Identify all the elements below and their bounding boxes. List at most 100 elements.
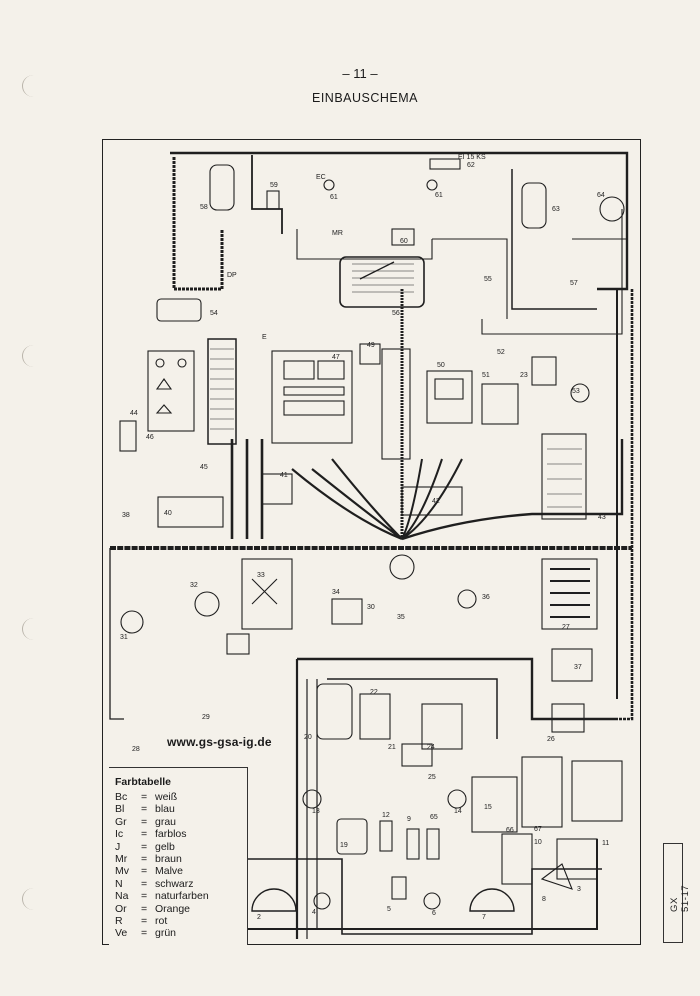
svg-text:31: 31 bbox=[120, 634, 128, 641]
svg-text:32: 32 bbox=[190, 582, 198, 589]
headlamp-left bbox=[251, 888, 297, 912]
legend-row: Mv = Malve bbox=[115, 865, 247, 877]
legend-name: Orange bbox=[155, 902, 191, 915]
svg-text:MR: MR bbox=[332, 230, 343, 237]
svg-text:7: 7 bbox=[482, 914, 486, 921]
legend-eq: = bbox=[141, 865, 148, 878]
svg-text:13: 13 bbox=[312, 808, 320, 815]
svg-text:21: 21 bbox=[388, 744, 396, 751]
legend-name: grau bbox=[155, 815, 177, 828]
fuel-gauge bbox=[599, 196, 625, 222]
legend-name: farblos bbox=[155, 828, 187, 841]
svg-text:29: 29 bbox=[202, 714, 210, 721]
svg-text:43: 43 bbox=[598, 514, 606, 521]
page-number: – 11 – bbox=[342, 66, 378, 81]
svg-text:65: 65 bbox=[430, 814, 438, 821]
svg-text:56: 56 bbox=[392, 310, 400, 317]
legend-eq: = bbox=[141, 852, 148, 865]
svg-text:66: 66 bbox=[506, 827, 514, 834]
svg-text:46: 46 bbox=[146, 434, 154, 441]
svg-text:DP: DP bbox=[227, 272, 237, 279]
page-title: EINBAUSCHEMA bbox=[311, 91, 419, 105]
svg-text:50: 50 bbox=[437, 362, 445, 369]
svg-text:64: 64 bbox=[597, 192, 605, 199]
harness-right-top bbox=[597, 169, 629, 291]
legend-code: R bbox=[115, 914, 123, 927]
legend-eq: = bbox=[141, 902, 148, 915]
svg-text:51: 51 bbox=[482, 372, 490, 379]
legend-code: Mr bbox=[115, 852, 128, 865]
legend-row: R=rot bbox=[115, 915, 247, 927]
svg-text:33: 33 bbox=[257, 572, 265, 579]
legend-eq: = bbox=[141, 927, 148, 940]
svg-text:61: 61 bbox=[435, 192, 443, 199]
svg-text:6: 6 bbox=[432, 910, 436, 917]
svg-text:35: 35 bbox=[397, 614, 405, 621]
ignition-coil bbox=[336, 818, 368, 855]
svg-text:53: 53 bbox=[572, 388, 580, 395]
legend-name: Malve bbox=[155, 865, 184, 878]
diagram-frame bbox=[102, 139, 641, 945]
legend-row: Mr=braun bbox=[115, 853, 247, 865]
svg-text:62: 62 bbox=[467, 162, 475, 169]
svg-text:27: 27 bbox=[562, 624, 570, 631]
tail-lamp-left bbox=[209, 164, 235, 211]
legend-row: Ve = grün bbox=[115, 927, 247, 939]
svg-text:40: 40 bbox=[164, 510, 172, 517]
legend-eq: = bbox=[141, 877, 148, 890]
svg-text:47: 47 bbox=[332, 354, 340, 361]
svg-text:26: 26 bbox=[547, 736, 555, 743]
svg-text:12: 12 bbox=[382, 812, 390, 819]
legend-code: Mv bbox=[115, 865, 129, 878]
legend-row: N = schwarz bbox=[115, 878, 247, 890]
svg-text:34: 34 bbox=[332, 589, 340, 596]
svg-text:58: 58 bbox=[200, 204, 208, 211]
legend-code: J bbox=[115, 840, 121, 853]
legend-name: schwarz bbox=[155, 877, 194, 890]
svg-text:5: 5 bbox=[387, 906, 391, 913]
svg-text:38: 38 bbox=[122, 512, 130, 519]
legend-code: Ve bbox=[115, 927, 128, 940]
svg-text:67: 67 bbox=[534, 826, 542, 833]
legend-name: grün bbox=[155, 927, 177, 940]
svg-text:41: 41 bbox=[280, 472, 288, 479]
legend-row: Na = naturfarben bbox=[115, 890, 247, 902]
punch-hole-1 bbox=[22, 75, 45, 97]
svg-text:45: 45 bbox=[200, 464, 208, 471]
harness-top-left bbox=[172, 157, 224, 291]
legend-row: Gr=grau bbox=[115, 816, 247, 828]
svg-text:E: E bbox=[262, 334, 267, 341]
svg-text:14: 14 bbox=[454, 808, 462, 815]
punch-hole-3 bbox=[22, 618, 45, 640]
legend-row: Bl=blau bbox=[115, 803, 247, 815]
legend-eq: = bbox=[141, 890, 148, 903]
svg-text:19: 19 bbox=[340, 842, 348, 849]
svg-text:20: 20 bbox=[304, 734, 312, 741]
harness-top bbox=[170, 151, 629, 169]
svg-text:55: 55 bbox=[484, 276, 492, 283]
legend-name: naturfarben bbox=[155, 890, 209, 903]
svg-text:4: 4 bbox=[312, 909, 316, 916]
legend-code: N bbox=[115, 877, 123, 890]
tail-lamp-right bbox=[521, 182, 547, 229]
svg-text:11: 11 bbox=[602, 840, 609, 847]
legend-code: Ic bbox=[115, 828, 124, 841]
legend-code: Or bbox=[115, 902, 127, 915]
svg-text:59: 59 bbox=[270, 182, 278, 189]
legend-title: Farbtabelle bbox=[115, 776, 172, 788]
svg-text:61: 61 bbox=[330, 194, 338, 201]
fuse-box bbox=[207, 338, 237, 445]
legend-row: Ic=farblos bbox=[115, 828, 247, 840]
legend-eq: = bbox=[141, 803, 148, 816]
legend-code: Na bbox=[115, 890, 129, 903]
instrument-cluster bbox=[271, 350, 353, 444]
svg-text:8: 8 bbox=[542, 896, 546, 903]
document-code: GX 51-17 bbox=[669, 884, 691, 912]
svg-text:54: 54 bbox=[210, 310, 218, 317]
svg-text:37: 37 bbox=[574, 664, 582, 671]
svg-text:25: 25 bbox=[428, 774, 436, 781]
alternator-20 bbox=[316, 683, 353, 740]
